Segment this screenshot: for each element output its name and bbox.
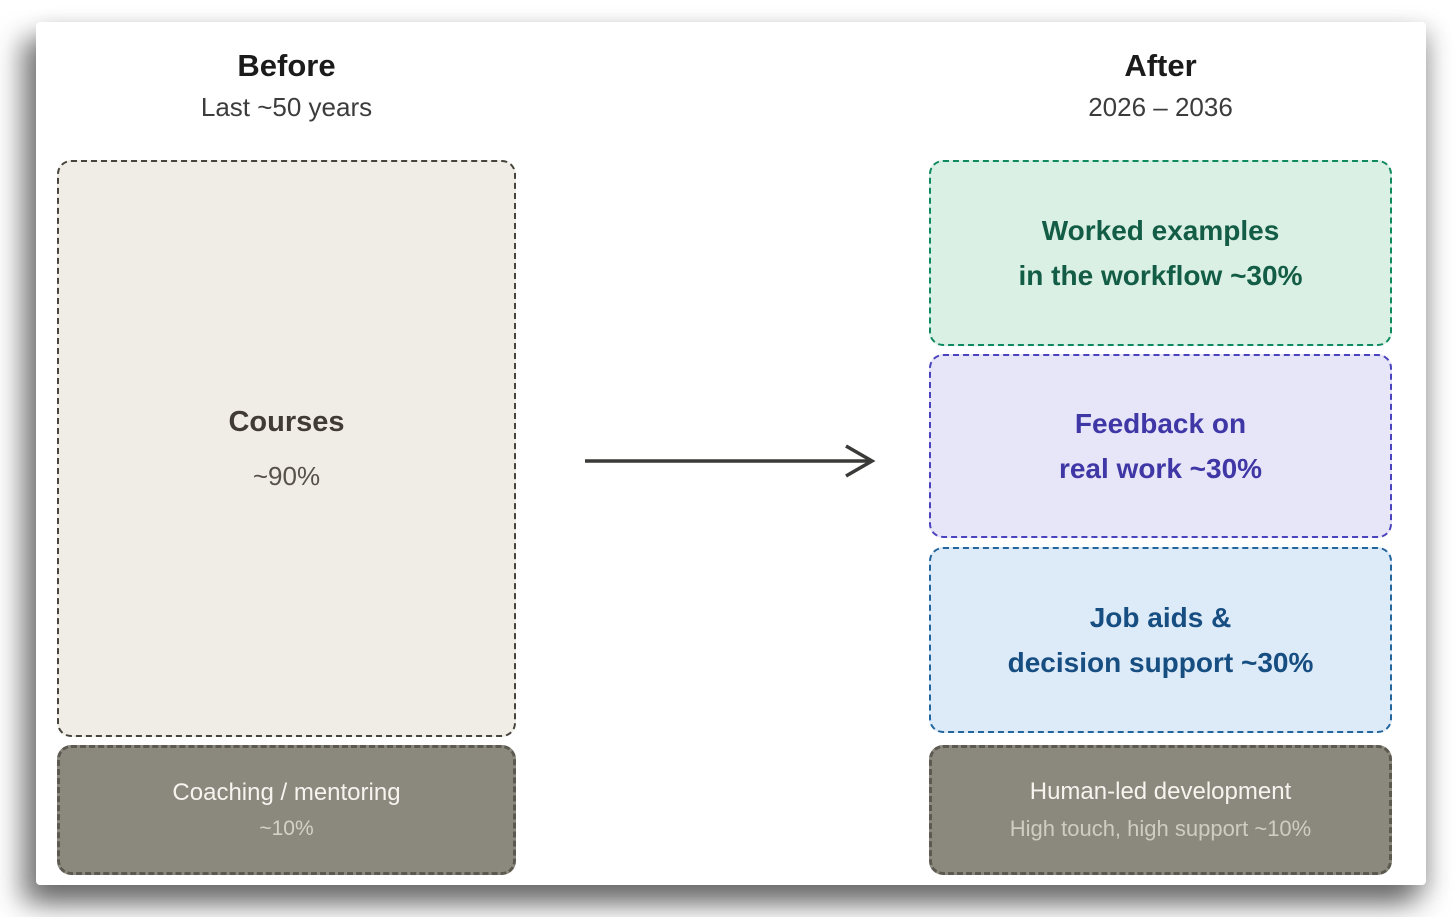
courses-label: Courses	[228, 405, 345, 438]
right-arrow-icon	[585, 444, 876, 478]
before-title: Before	[237, 48, 336, 83]
after-column-header: After 2026 – 2036	[929, 46, 1392, 124]
coaching-label: Coaching / mentoring	[172, 779, 401, 806]
before-subtitle: Last ~50 years	[200, 92, 373, 122]
coaching-percentage: ~10%	[259, 817, 314, 840]
transition-arrow	[581, 441, 881, 481]
human-led-label: Human-led development	[1029, 778, 1292, 805]
human-led-subtitle: High touch, high support ~10%	[1009, 816, 1312, 841]
diagram-card: Before Last ~50 years After 2026 – 2036 …	[36, 22, 1426, 885]
worked-examples-line1: Worked examples	[1041, 215, 1280, 246]
worked-examples-box: Worked examples in the workflow ~30%	[929, 160, 1392, 346]
feedback-box: Feedback on real work ~30%	[929, 354, 1392, 538]
coaching-mentoring-box: Coaching / mentoring ~10%	[57, 745, 516, 875]
after-subtitle: 2026 – 2036	[1088, 92, 1233, 122]
worked-examples-line2: in the workflow ~30%	[1018, 260, 1303, 291]
before-column-header: Before Last ~50 years	[57, 46, 516, 124]
human-led-development-box: Human-led development High touch, high s…	[929, 745, 1392, 875]
courses-box: Courses ~90%	[57, 160, 516, 737]
after-title: After	[1124, 48, 1197, 83]
job-aids-line2: decision support ~30%	[1007, 647, 1314, 678]
job-aids-box: Job aids & decision support ~30%	[929, 547, 1392, 733]
feedback-line1: Feedback on	[1074, 408, 1247, 439]
feedback-line2: real work ~30%	[1058, 453, 1263, 484]
courses-percentage: ~90%	[252, 460, 321, 491]
job-aids-line1: Job aids &	[1089, 602, 1232, 633]
